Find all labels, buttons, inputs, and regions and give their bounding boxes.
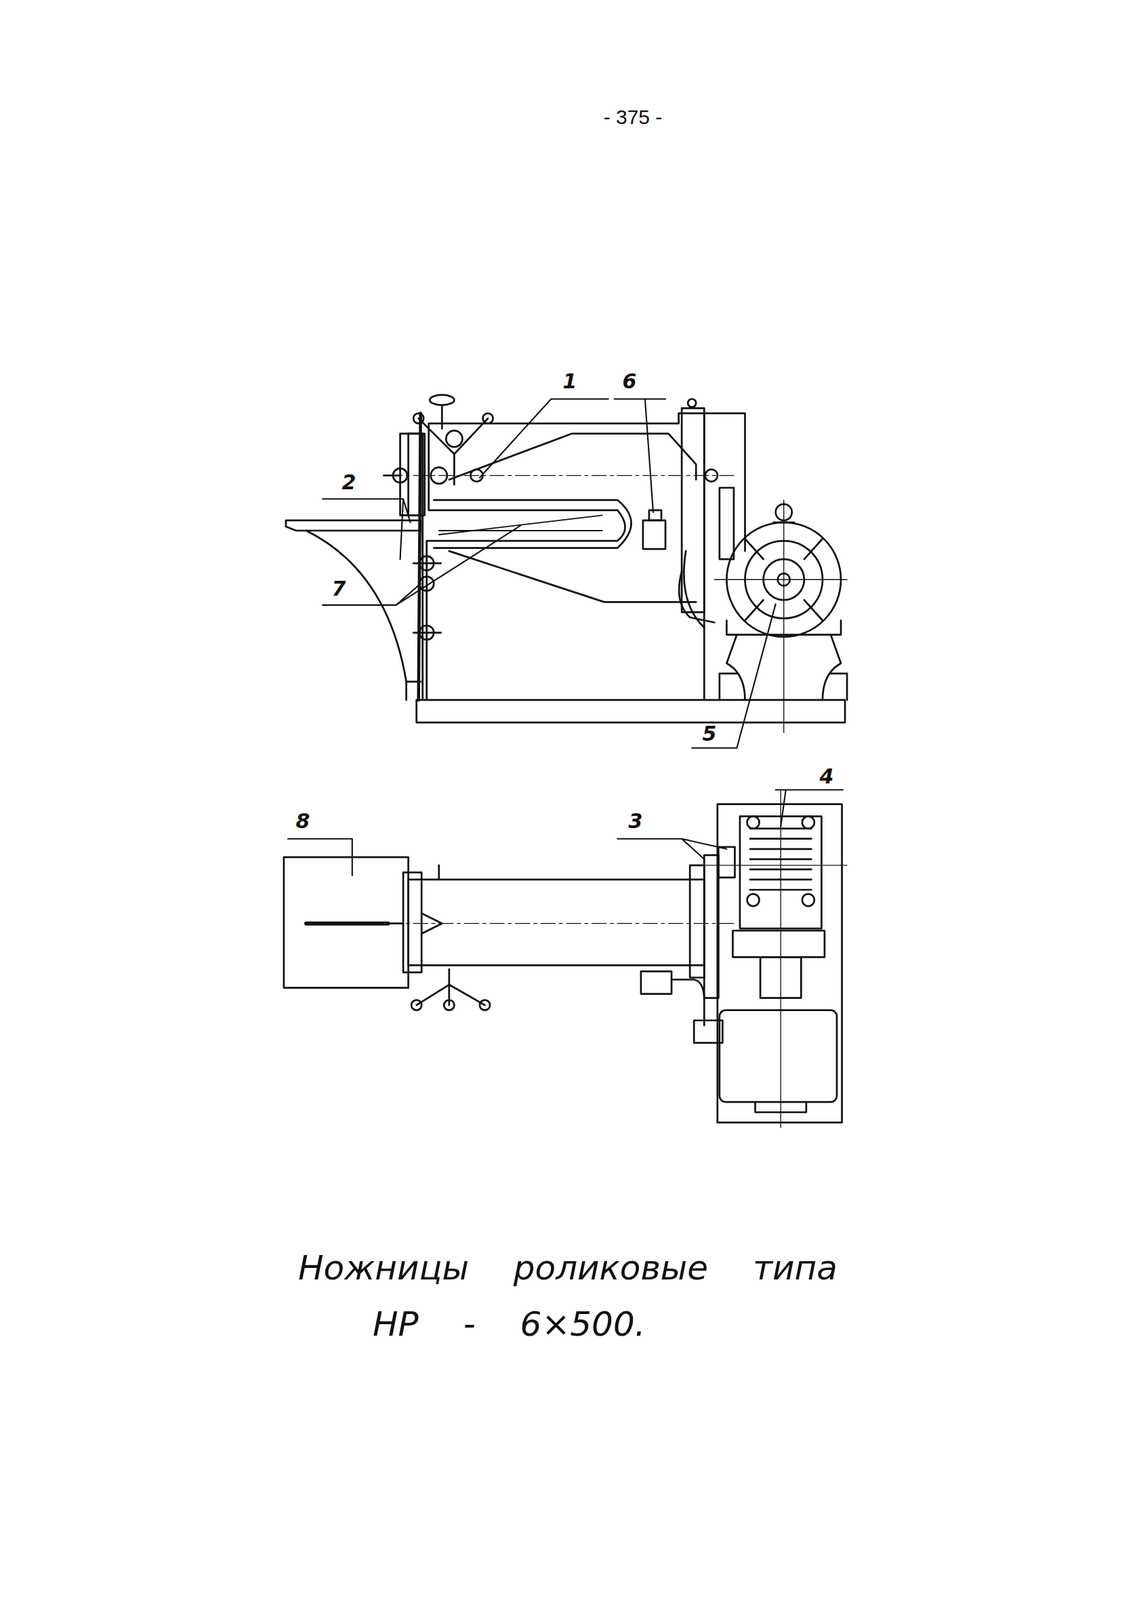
caption: Ножницы роликовые типа НР - 6×500. [298,1239,861,1352]
callout-number: 2 [342,472,357,493]
callout-number: 1 [563,371,578,392]
callout-number: 6 [622,371,637,392]
callout-number: 7 [332,578,347,599]
callout-number: 4 [819,766,835,787]
callout-number: 5 [702,723,717,744]
callout-number: 8 [296,811,311,832]
callout-number: 3 [628,811,644,832]
page-number: - 375 - [603,107,663,128]
